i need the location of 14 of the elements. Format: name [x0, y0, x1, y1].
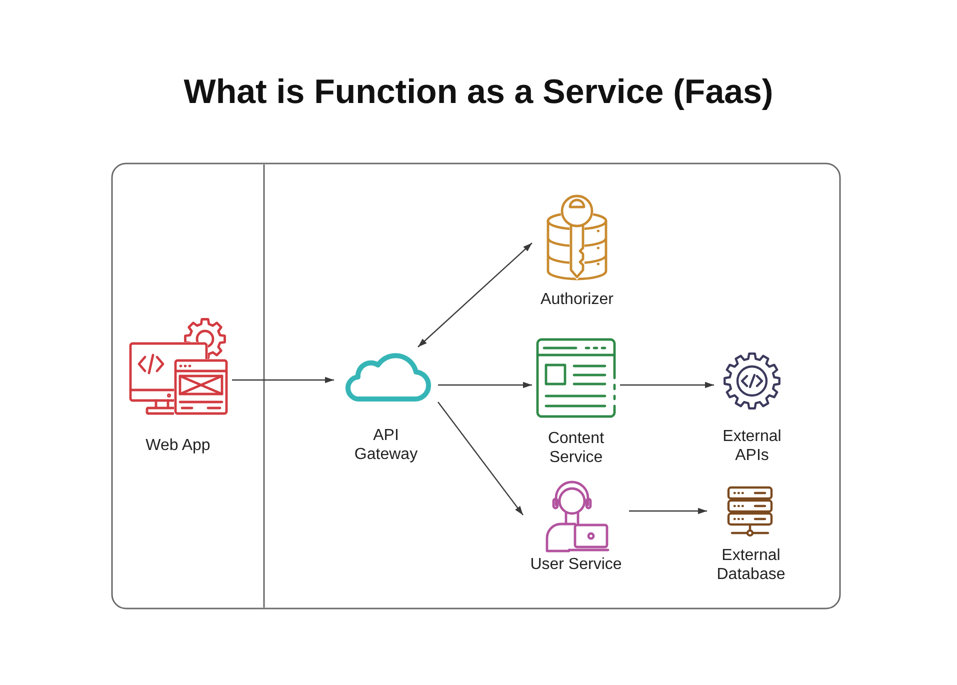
node-label: API Gateway — [353, 426, 419, 464]
arrow — [629, 508, 707, 514]
arrow — [232, 376, 334, 384]
node-label: Content Service — [546, 429, 606, 467]
double-arrow — [418, 242, 532, 348]
arrow — [438, 382, 532, 388]
diagram-title: What is Function as a Service (Faas) — [182, 72, 774, 113]
node-label: Web App — [144, 436, 212, 455]
arrow — [620, 382, 714, 388]
node-label: User Service — [529, 555, 623, 574]
arrow — [438, 402, 524, 516]
node-label: External APIs — [722, 427, 782, 465]
node-label: External Database — [716, 546, 786, 584]
node-label: Authorizer — [540, 290, 614, 309]
